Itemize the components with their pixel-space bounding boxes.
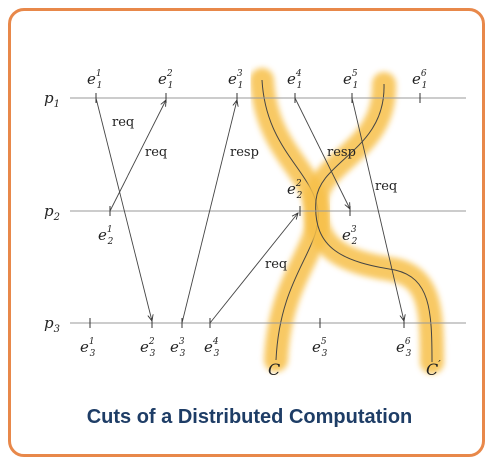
message-e11-e32 [95, 97, 152, 321]
message-label: resp [327, 145, 356, 160]
message-label: req [375, 179, 397, 194]
cut-label-c-prime: C′ [426, 358, 441, 379]
message-e14-e32 [294, 97, 350, 209]
message-e15-e63 [351, 97, 404, 321]
message-e21-e12 [109, 100, 166, 212]
cut-c-prime-highlight [303, 72, 444, 374]
figure-frame [8, 8, 485, 457]
message-e43-e22 [209, 213, 298, 324]
process-label-p2: p2 [44, 202, 60, 223]
message-label: req [265, 257, 287, 272]
process-label-p1: p1 [44, 89, 60, 110]
message-label: resp [230, 145, 259, 160]
cut-label-c: C [268, 360, 280, 379]
message-label: req [112, 115, 134, 130]
figure-caption: Cuts of a Distributed Computation [86, 406, 413, 428]
message-label: req [145, 145, 167, 160]
message-e33-e13 [181, 100, 237, 324]
process-label-p3: p3 [44, 314, 60, 335]
